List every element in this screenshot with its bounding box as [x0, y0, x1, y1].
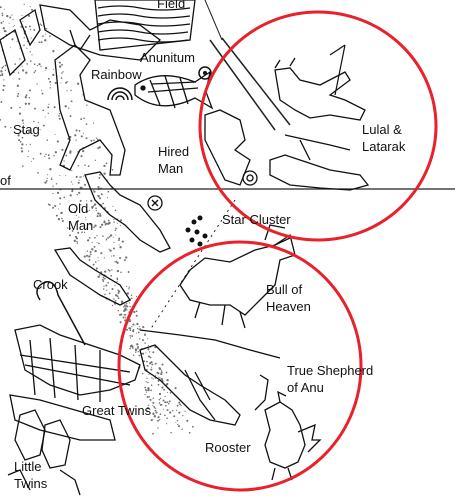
rooster-figure	[264, 390, 322, 481]
crook-figure	[36, 247, 131, 346]
label-field: Field	[157, 0, 186, 11]
label-true-shepherd: True Shepherd of Anu	[287, 362, 373, 396]
label-star-cluster: Star Cluster	[222, 212, 291, 227]
anunitum-ring	[198, 66, 212, 80]
label-bull-of-heaven: Bull of Heaven	[266, 281, 311, 315]
label-stag: Stag	[13, 122, 40, 137]
ray-line	[209, 39, 276, 131]
label-hired-man-line2: Man	[158, 161, 184, 176]
label-of: of	[0, 173, 11, 188]
label-old-man-line2: Man	[68, 218, 94, 233]
hired-man-figure	[204, 109, 258, 186]
rainbow-symbol	[107, 87, 133, 101]
label-lulal-line2: Latarak	[362, 139, 406, 154]
shepherd-figure	[139, 329, 281, 426]
label-rooster: Rooster	[205, 440, 251, 455]
label-crook: Crook	[33, 277, 68, 292]
label-shepherd-line1: True Shepherd	[287, 363, 374, 378]
label-lulal-latarak: Lulal & Latarak	[362, 121, 405, 155]
label-shepherd-line2: of Anu	[287, 380, 324, 395]
fish-figure	[134, 70, 214, 110]
label-old-man: Old Man	[68, 200, 93, 234]
label-bull-line1: Bull of	[266, 282, 303, 297]
label-hired-man-line1: Hired	[158, 144, 190, 159]
bull-figure	[179, 224, 296, 329]
label-great-twins: Great Twins	[82, 403, 152, 418]
lulal-latarak-figures	[269, 44, 370, 191]
field-figures	[0, 0, 196, 77]
dotted-path	[149, 199, 236, 331]
striped-banner	[94, 0, 196, 51]
stag-figure	[54, 29, 126, 176]
great-twins-figures	[9, 324, 141, 441]
highlight-circle-lulal	[198, 10, 438, 242]
label-little-twins: Little Twins	[14, 458, 47, 492]
highlight-circle-shepherd	[117, 240, 363, 492]
label-little-twins-line2: Twins	[14, 476, 48, 491]
little-twins-figures	[7, 409, 81, 496]
ray-line	[221, 37, 291, 126]
label-bull-line2: Heaven	[266, 299, 311, 314]
label-old-man-line1: Old	[68, 201, 89, 216]
old-man-figure	[84, 171, 171, 253]
label-rainbow: Rainbow	[91, 67, 142, 82]
label-lulal-line1: Lulal &	[362, 122, 402, 137]
label-anunitum: Anunitum	[140, 50, 195, 65]
star-cluster-dots	[185, 215, 208, 247]
label-little-twins-line1: Little	[14, 459, 42, 474]
label-hired-man: Hired Man	[158, 143, 189, 177]
ecliptic-line	[204, 0, 223, 41]
